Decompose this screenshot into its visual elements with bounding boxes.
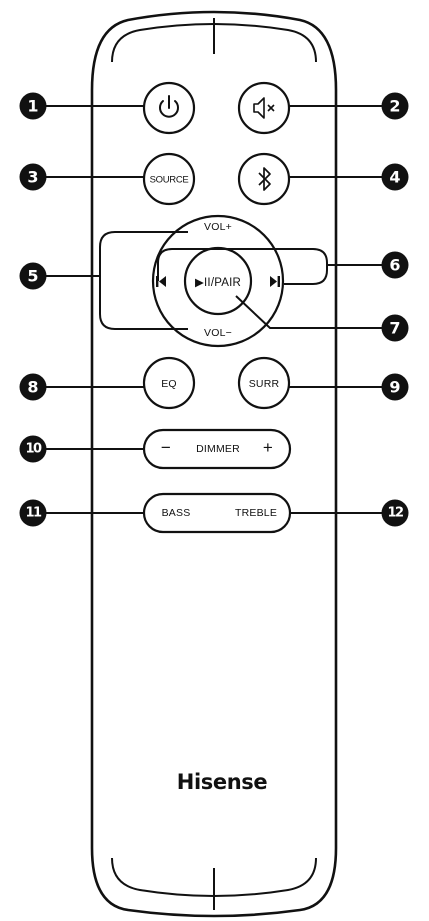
bluetooth-button[interactable]: [239, 154, 289, 204]
callout-4: 4: [381, 163, 409, 191]
eq-button-ring: [142, 356, 196, 410]
surr-label: SURR: [248, 378, 280, 390]
eq-button[interactable]: [144, 358, 194, 408]
vol-down-button[interactable]: [188, 322, 248, 344]
surr-button-ring: [237, 356, 291, 410]
callout-1: 1: [19, 92, 47, 120]
dimmer-label: DIMMER: [196, 443, 240, 455]
brand-logo: Hisense: [176, 770, 268, 794]
mute-button-ring: [237, 81, 291, 135]
source-button[interactable]: [144, 154, 194, 204]
dimmer-minus-label: −: [160, 438, 172, 457]
callout-11: 11: [19, 499, 47, 527]
play-pair-button[interactable]: [185, 248, 251, 314]
callout-7: 7: [381, 314, 409, 342]
previous-track-button[interactable]: [153, 268, 173, 294]
next-track-icon: [270, 276, 280, 287]
bass-label: BASS: [161, 507, 191, 519]
callout-2: 2: [381, 92, 409, 120]
bluetooth-icon: [258, 167, 271, 191]
power-button-ring: [142, 81, 196, 135]
play-pair-label: ▶II/PAIR: [194, 277, 242, 289]
vol-down-label: VOL−: [204, 327, 232, 339]
callout-8: 8: [19, 373, 47, 401]
vol-up-button[interactable]: [188, 216, 248, 238]
bluetooth-button-ring: [237, 152, 291, 206]
next-track-button[interactable]: [263, 268, 283, 294]
remote-outline: [90, 10, 338, 918]
treble-button[interactable]: [218, 496, 288, 530]
dimmer-plus-label: +: [262, 438, 274, 457]
mute-button[interactable]: [239, 83, 289, 133]
bass-button[interactable]: [146, 496, 216, 530]
callout-12: 12: [381, 499, 409, 527]
source-button-label: SOURCE: [149, 174, 189, 186]
eq-label: EQ: [161, 378, 177, 390]
dpad-ring: [151, 214, 285, 348]
vol-up-label: VOL+: [204, 221, 232, 233]
callout-leaders: [45, 105, 382, 514]
dimmer-plus-button[interactable]: [248, 432, 288, 466]
power-button[interactable]: [144, 83, 194, 133]
callout-9: 9: [381, 373, 409, 401]
callout-6: 6: [381, 251, 409, 279]
callout-10: 10: [19, 435, 47, 463]
power-icon: [159, 95, 179, 118]
callout-3: 3: [19, 163, 47, 191]
source-button-ring: [142, 152, 196, 206]
callout-5: 5: [19, 262, 47, 290]
mute-icon: [253, 97, 275, 119]
previous-track-icon: [156, 276, 166, 287]
treble-label: TREBLE: [234, 507, 278, 519]
surr-button[interactable]: [239, 358, 289, 408]
dimmer-minus-button[interactable]: [146, 432, 186, 466]
